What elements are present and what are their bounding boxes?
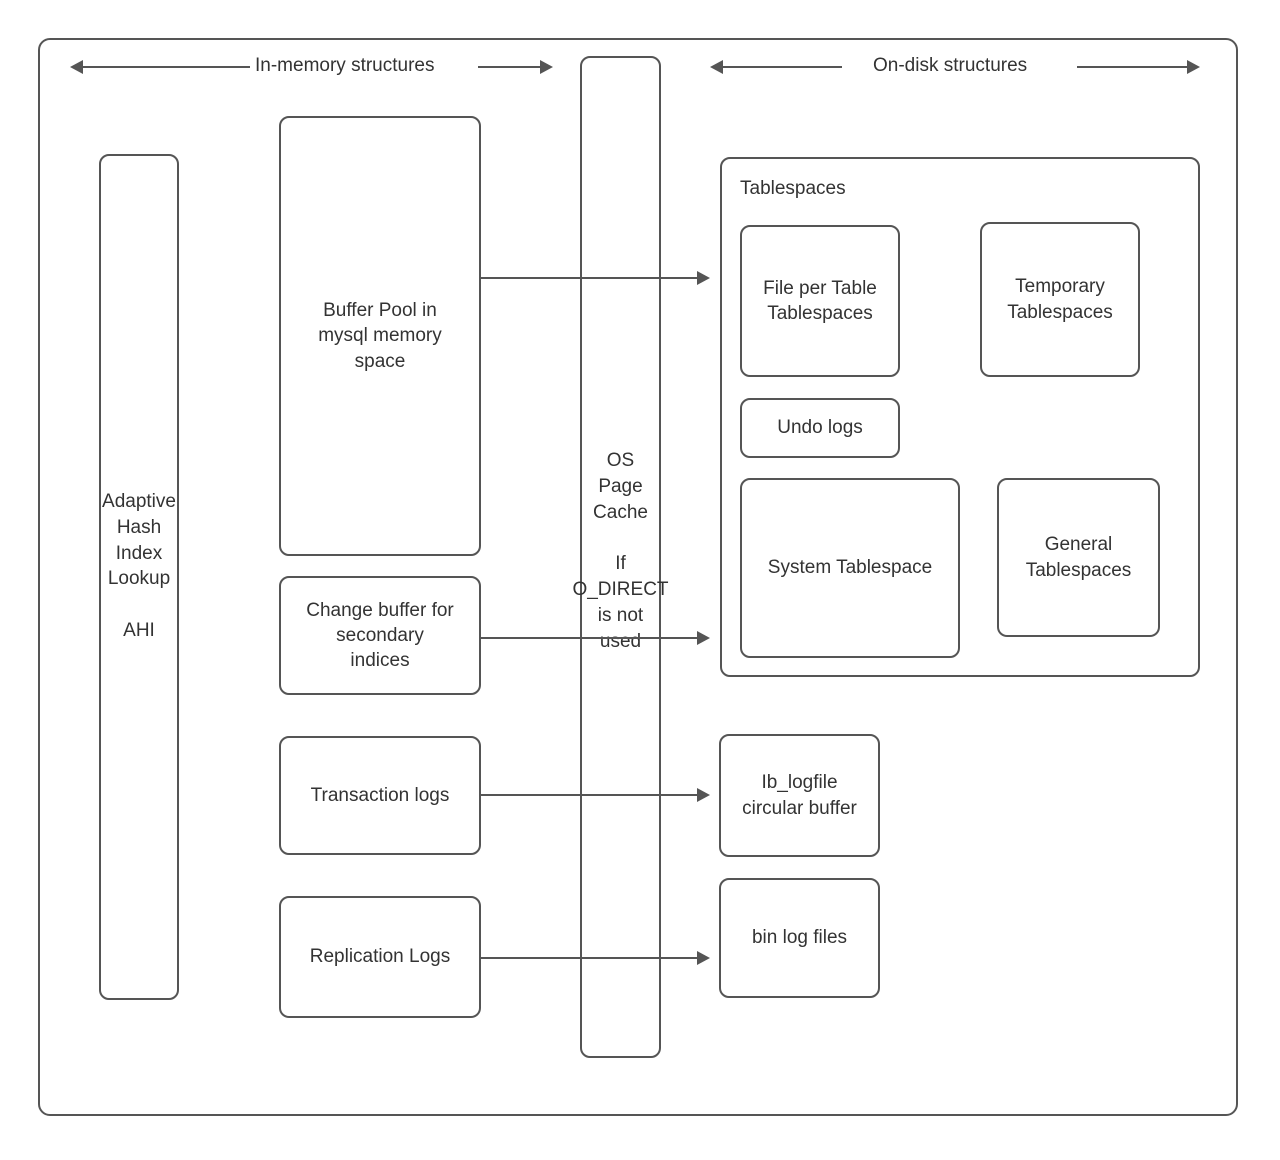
in-memory-arrow-right-head — [540, 60, 553, 74]
buffer-pool-box: Buffer Pool in mysql memory space — [279, 116, 481, 556]
in-memory-arrow-left-head — [70, 60, 83, 74]
on-disk-arrow-left-line — [722, 66, 842, 68]
replication-logs-box: Replication Logs — [279, 896, 481, 1018]
adaptive-hash-index-box — [99, 154, 179, 1000]
on-disk-arrow-left-head — [710, 60, 723, 74]
change-buffer-box: Change buffer for secondary indices — [279, 576, 481, 695]
connector-change-buffer-to-system-tablespace-head — [697, 631, 710, 645]
connector-buffer-pool-to-tablespaces-line — [481, 277, 699, 279]
tablespaces-container-title: Tablespaces — [740, 178, 846, 199]
on-disk-arrow-right-line — [1077, 66, 1190, 68]
connector-transaction-logs-to-ib-logfile-head — [697, 788, 710, 802]
in-memory-arrow-right-line — [478, 66, 544, 68]
connector-replication-logs-to-bin-log-head — [697, 951, 710, 965]
temporary-tablespaces-box: Temporary Tablespaces — [980, 222, 1140, 377]
transaction-logs-box: Transaction logs — [279, 736, 481, 855]
on-disk-header-label: On-disk structures — [873, 55, 1028, 76]
file-per-table-tablespaces-box: File per Table Tablespaces — [740, 225, 900, 377]
connector-buffer-pool-to-tablespaces-head — [697, 271, 710, 285]
in-memory-header-label: In-memory structures — [255, 55, 435, 76]
in-memory-arrow-left-line — [82, 66, 250, 68]
ib-logfile-box: Ib_logfile circular buffer — [719, 734, 880, 857]
system-tablespace-box: System Tablespace — [740, 478, 960, 658]
general-tablespaces-box: General Tablespaces — [997, 478, 1160, 637]
bin-log-files-box: bin log files — [719, 878, 880, 998]
undo-logs-box: Undo logs — [740, 398, 900, 458]
connector-transaction-logs-to-ib-logfile-line — [481, 794, 699, 796]
connector-change-buffer-to-system-tablespace-line — [481, 637, 699, 639]
os-page-cache-box — [580, 56, 661, 1058]
on-disk-arrow-right-head — [1187, 60, 1200, 74]
connector-replication-logs-to-bin-log-line — [481, 957, 699, 959]
